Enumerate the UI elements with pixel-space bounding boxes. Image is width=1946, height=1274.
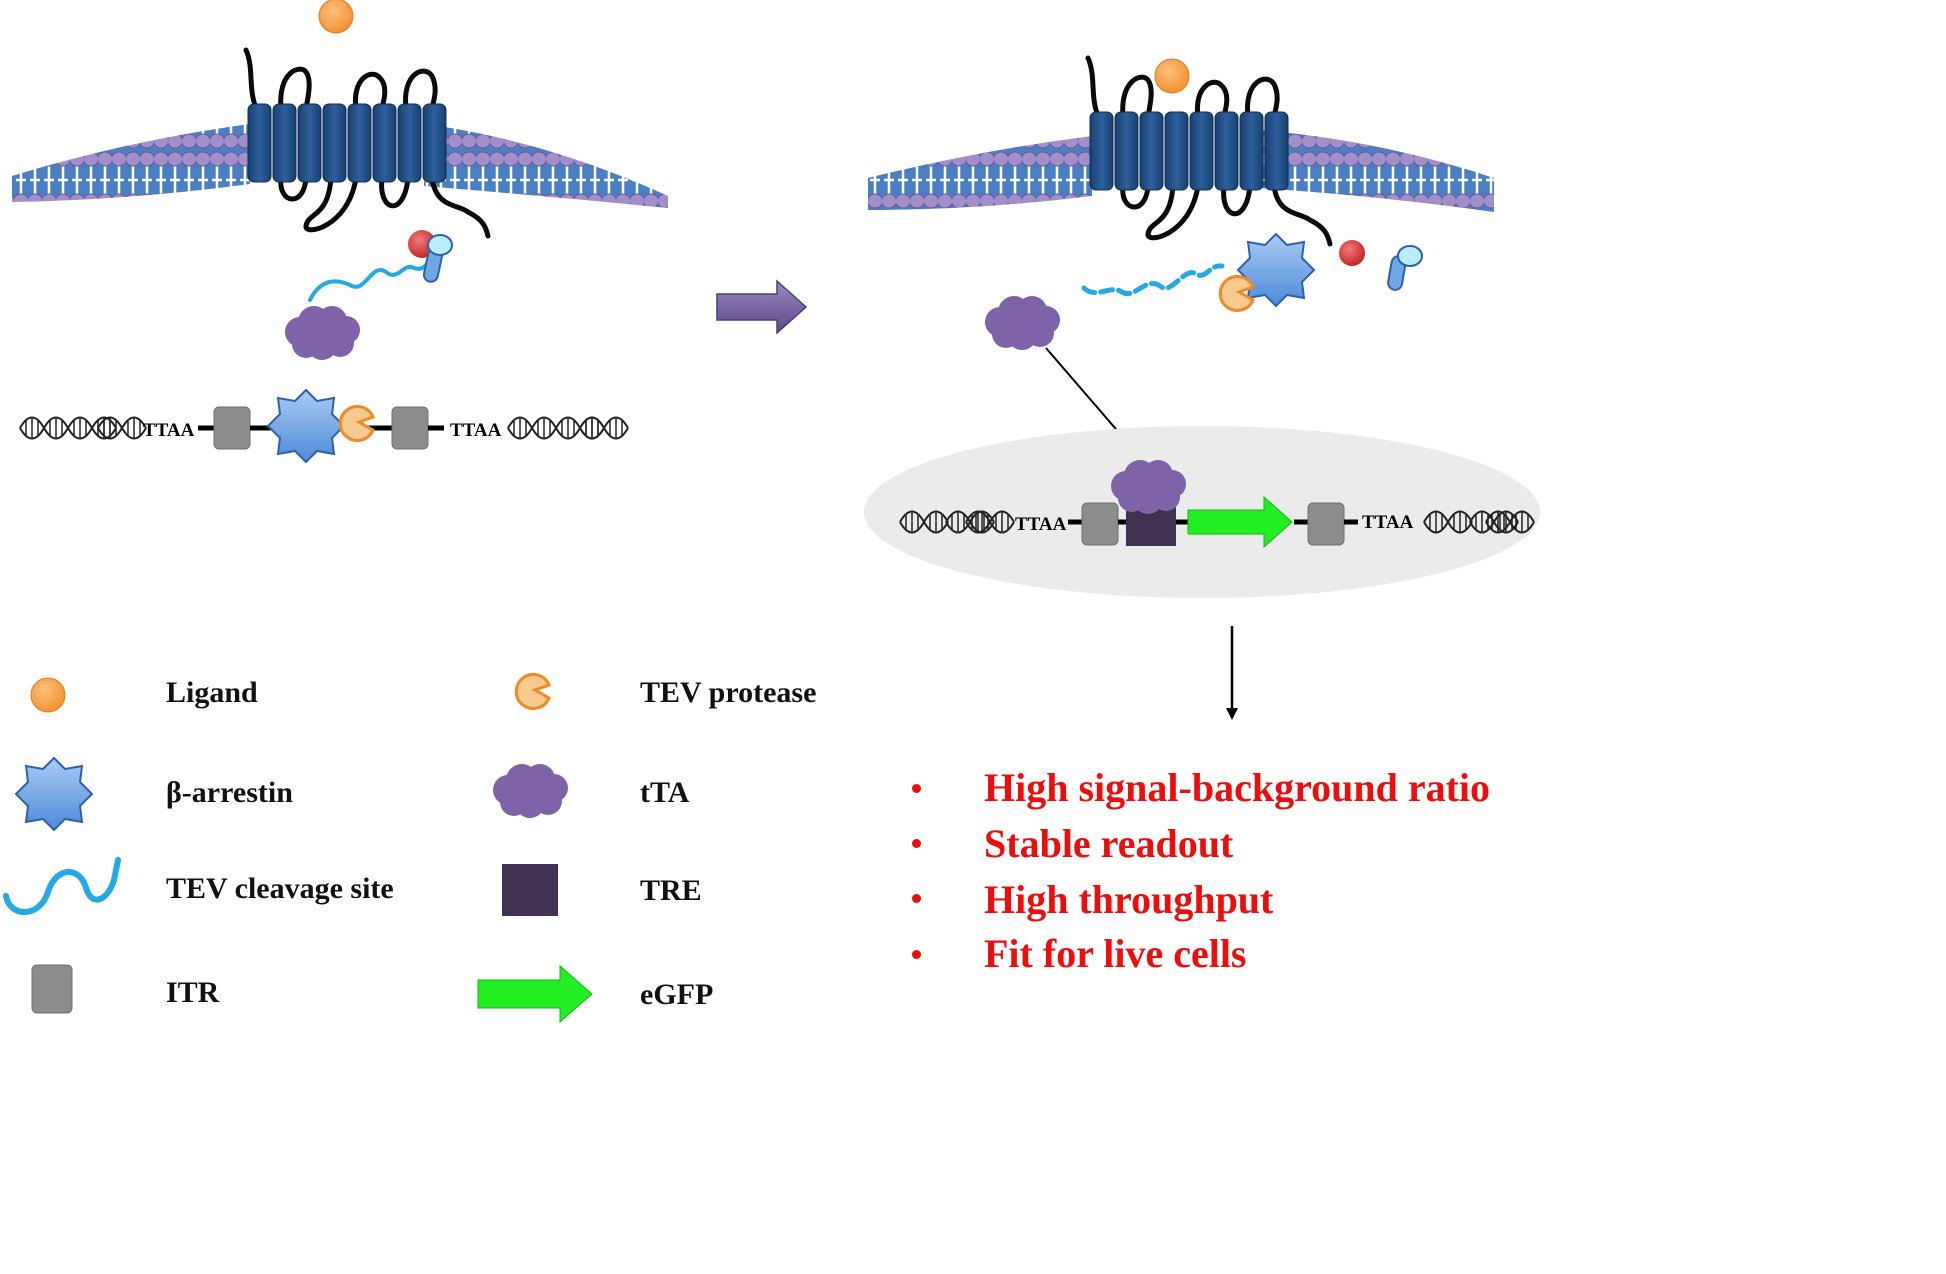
ttaa-label-left-2: TTAA: [450, 420, 502, 441]
membrane-right: [868, 130, 1494, 212]
legend-tev-site-icon: [3, 857, 121, 915]
construct-left: [19, 389, 629, 463]
legend-arrestin-icon: [15, 757, 93, 831]
legend-tta-icon: [493, 764, 568, 818]
ttaa-label-left-1: TTAA: [143, 420, 195, 441]
legend-label-itr: ITR: [166, 976, 220, 1009]
legend-tre-icon: [502, 864, 558, 916]
arrestin-tether-left: [308, 230, 453, 302]
advantage-item: Fit for live cells: [984, 931, 1247, 976]
advantage-item: Stable readout: [984, 821, 1234, 866]
legend-label-arrestin: β-arrestin: [166, 776, 293, 809]
tta-cloud-released: [985, 296, 1060, 350]
cleaved-tev-site: [1081, 263, 1225, 297]
bullet-dot: [912, 784, 921, 793]
legend-ligand-icon: [30, 677, 66, 713]
process-arrow: [716, 279, 808, 335]
legend-label-ligand: Ligand: [166, 676, 258, 709]
bullet-dot: [912, 950, 921, 959]
legend-itr-icon: [31, 964, 73, 1014]
legend-protease-icon: [514, 673, 551, 710]
ttaa-label-right-2: TTAA: [1362, 512, 1414, 533]
ttaa-label-right-1: TTAA: [1015, 514, 1067, 535]
arrestin-recruited: [1237, 233, 1315, 307]
legend-label-tta: tTA: [640, 776, 690, 809]
reporter-construct: [899, 495, 1535, 549]
legend-label-protease: TEV protease: [640, 676, 817, 709]
legend-label-tre: TRE: [640, 874, 702, 907]
tta-cloud-left: [285, 306, 360, 360]
ligand-free: [318, 0, 354, 34]
assay-diagram: TTAA TTAA TTAA TTAA: [3, 0, 1540, 1024]
egfp-gene-arrow: [1187, 495, 1293, 549]
ligand-bound: [1154, 58, 1190, 94]
legend-label-tev-site: TEV cleavage site: [166, 872, 394, 905]
bullet-dot: [912, 894, 921, 903]
advantage-item: High signal-background ratio: [984, 765, 1491, 810]
advantage-item: High throughput: [984, 877, 1274, 922]
released-tag-blue: [1387, 245, 1423, 291]
membrane-left: [12, 124, 668, 208]
legend-egfp-icon: [477, 964, 593, 1024]
legend-label-egfp: eGFP: [640, 978, 714, 1011]
released-tag-red: [1339, 240, 1365, 266]
bullet-dot: [912, 839, 921, 848]
